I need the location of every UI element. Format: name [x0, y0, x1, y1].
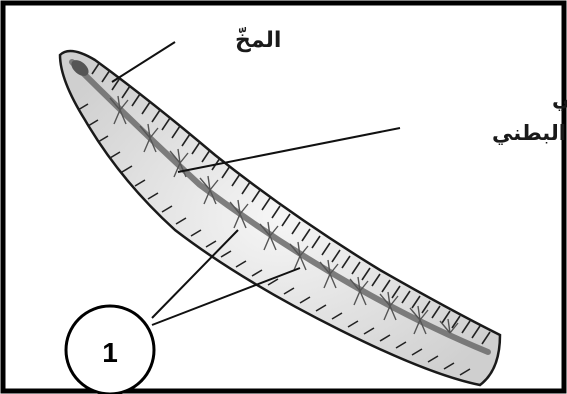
label-brain: المخّ — [235, 27, 281, 53]
marker-number: 1 — [102, 337, 118, 368]
label-nerve-cord-line2: البطني — [492, 121, 566, 145]
label-nerve-cord-line1: الحبل العصبي — [552, 87, 567, 111]
marker-1: 1 — [66, 306, 154, 394]
